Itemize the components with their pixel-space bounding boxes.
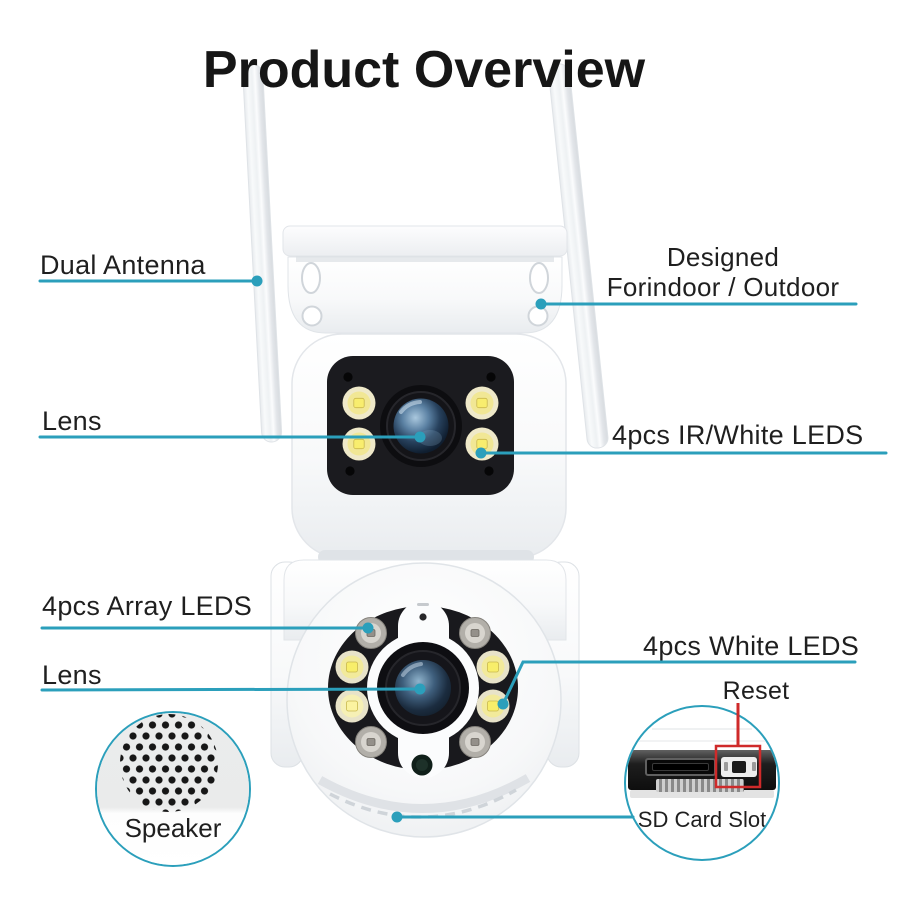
- array-led: [459, 617, 491, 649]
- dome-shell: [286, 562, 562, 838]
- housing-seam: [652, 728, 752, 730]
- ir-white-led: [342, 427, 376, 461]
- ir-white-led: [465, 427, 499, 461]
- bracket-mount-hole: [301, 305, 323, 327]
- light-sensor-core: [416, 759, 428, 771]
- upper-camera: [291, 333, 567, 559]
- lens-top-label: Lens: [42, 406, 102, 436]
- mount-bracket: [282, 225, 568, 334]
- bracket-mount-hole: [527, 305, 549, 327]
- sd-connector-dot: [391, 811, 403, 823]
- bracket-mount-hole: [529, 262, 549, 294]
- dome-collar: [283, 559, 567, 641]
- lens-bottom-line: [40, 687, 422, 692]
- white-leds-dot: [497, 698, 509, 710]
- right-antenna: [548, 63, 609, 449]
- left-antenna: [242, 64, 283, 443]
- lens-bottom-dot: [414, 683, 426, 695]
- sd-card-inset: SD Card Slot: [624, 705, 780, 861]
- speaker-grille-dots: [120, 714, 218, 812]
- designed-label-line1: Designed: [666, 242, 780, 272]
- dome-trim-ticks: [329, 788, 517, 819]
- designed-dot: [535, 298, 547, 310]
- dual-antenna-label: Dual Antenna: [40, 250, 206, 280]
- dome-camera: [270, 550, 580, 838]
- face-center-column: [398, 601, 449, 778]
- dual-antenna-dot: [251, 275, 263, 287]
- white-led: [335, 650, 369, 684]
- mic-slot: [417, 603, 429, 606]
- lower-lens: [377, 642, 469, 734]
- ir-white-leds-label: 4pcs IR/White LEDS: [612, 420, 864, 450]
- reset-label: Reset: [722, 677, 790, 705]
- housing-seam: [638, 740, 766, 742]
- white-led: [476, 650, 510, 684]
- reset-button-contact: [752, 762, 756, 771]
- connector-ribs: [656, 779, 744, 792]
- left-yoke-arm: [270, 561, 304, 768]
- white-leds-label: 4pcs White LEDS: [643, 631, 860, 661]
- designed-label-line2: Forindoor / Outdoor: [606, 271, 840, 302]
- right-yoke-arm: [546, 561, 580, 768]
- array-led: [459, 726, 491, 758]
- upper-lens: [380, 385, 462, 467]
- array-led: [355, 617, 387, 649]
- dome-trim-ring: [317, 774, 531, 813]
- lens-bezel-ring: [367, 632, 479, 744]
- reset-button-contact: [724, 762, 728, 771]
- lens-top-dot: [414, 431, 426, 443]
- bracket-mount-hole: [301, 262, 321, 294]
- lens-bottom-label: Lens: [42, 660, 102, 690]
- white-led: [476, 689, 510, 723]
- sd-card-slot-label: SD Card Slot: [637, 807, 767, 832]
- neck-seam: [318, 550, 534, 564]
- upper-led-panel: [327, 356, 514, 495]
- array-led: [355, 726, 387, 758]
- speaker-label: Speaker: [124, 813, 222, 843]
- array-leds-label: 4pcs Array LEDS: [42, 591, 253, 621]
- compartment-shelf: [630, 790, 774, 798]
- sd-card-slot-opening: [652, 763, 709, 771]
- ir-white-led: [342, 386, 376, 420]
- led-face-plate: [328, 606, 518, 770]
- panel-screw: [343, 372, 496, 476]
- page-title: Product Overview: [202, 41, 646, 99]
- light-sensor: [411, 754, 433, 776]
- array-leds-dot: [362, 622, 374, 634]
- ir-white-leds-dot: [475, 447, 487, 459]
- speaker-inset: Speaker: [95, 711, 251, 867]
- ir-white-led: [465, 386, 499, 420]
- reset-button-actuator: [732, 761, 746, 773]
- designed-label: Designed Forindoor / Outdoor: [606, 242, 840, 303]
- mic-hole: [419, 613, 427, 621]
- bracket-shadow: [296, 256, 554, 262]
- white-led: [335, 689, 369, 723]
- white-leds-line: [501, 660, 857, 706]
